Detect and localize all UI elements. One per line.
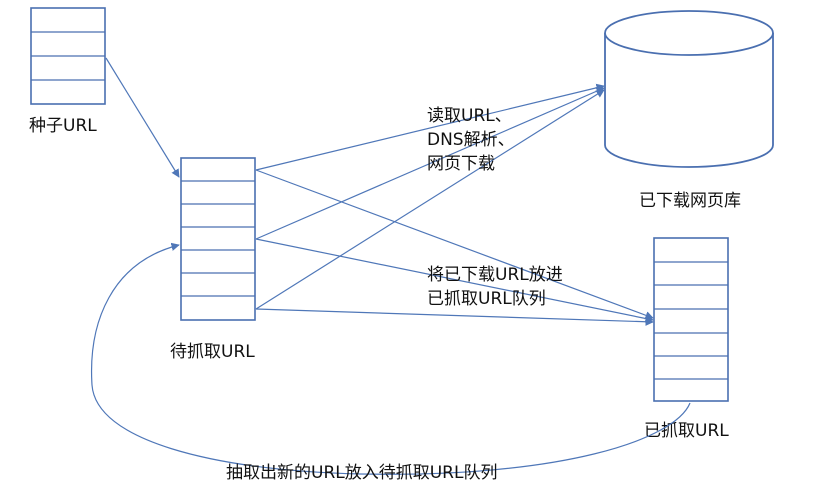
pending-url-queue bbox=[180, 157, 256, 321]
pending-to-crawled-arrow-2 bbox=[255, 238, 654, 323]
loop-back-arrow bbox=[90, 242, 691, 475]
pending-to-db-arrow-3 bbox=[255, 89, 605, 310]
read-step-line-2: DNS解析、 bbox=[427, 130, 515, 150]
crawled-url-label: 已抓取URL bbox=[644, 421, 729, 441]
move-step-line-2: 已抓取URL队列 bbox=[427, 289, 546, 309]
seed-to-pending-arrow bbox=[105, 57, 180, 178]
pending-url-label: 待抓取URL bbox=[170, 342, 255, 362]
database-label: 已下载网页库 bbox=[639, 191, 741, 211]
seed-url-label: 种子URL bbox=[29, 116, 97, 136]
pending-to-crawled-arrow-1 bbox=[255, 169, 654, 320]
downloaded-pages-database bbox=[604, 10, 774, 168]
read-download-annotation: 读取URL、 DNS解析、 网页下载 bbox=[427, 106, 520, 174]
pending-to-db-arrow-2 bbox=[255, 87, 605, 240]
read-step-line-1: 读取URL、 bbox=[427, 106, 512, 126]
move-url-annotation: 将已下载URL放进 已抓取URL队列 bbox=[427, 265, 568, 309]
read-step-line-3: 网页下载 bbox=[427, 154, 495, 174]
crawled-url-queue bbox=[653, 237, 729, 402]
pending-to-crawled-arrow-3 bbox=[255, 308, 654, 326]
move-step-line-1: 将已下载URL放进 bbox=[427, 265, 563, 285]
pending-to-db-arrow-1 bbox=[255, 83, 605, 171]
flow-arrows bbox=[90, 57, 691, 475]
loop-annotation: 抽取出新的URL放入待抓取URL队列 bbox=[226, 463, 497, 483]
seed-url-queue bbox=[30, 7, 106, 105]
